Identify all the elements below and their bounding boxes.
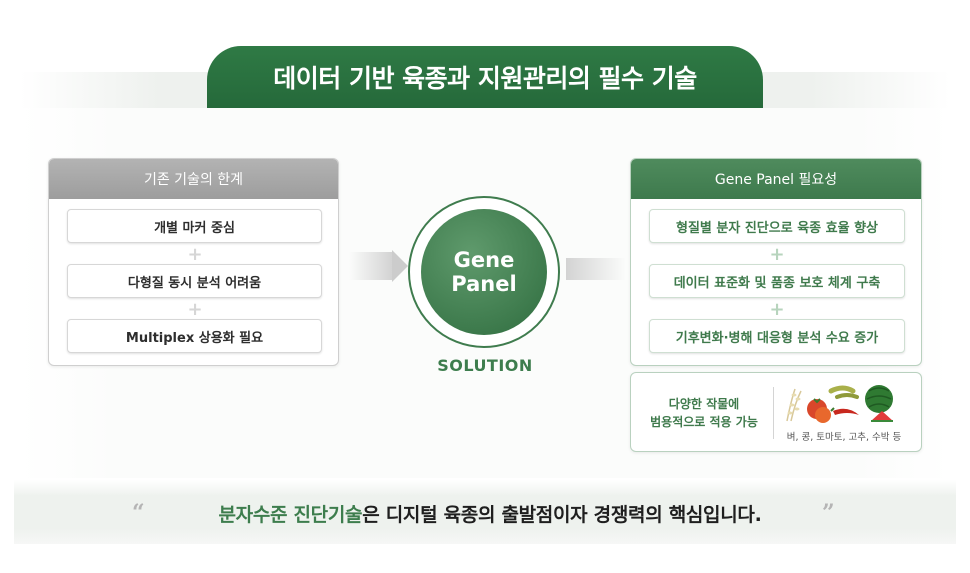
limitation-item-label: 다형질 동시 분석 어려움 — [127, 275, 262, 291]
crop-card-line1: 다양한 작물에 — [668, 397, 740, 411]
arrow-shaft-icon — [349, 252, 393, 280]
gene-panel-circle: Gene Panel — [421, 209, 547, 335]
necessity-card-header: Gene Panel 필요성 — [631, 159, 921, 199]
necessity-item: 형질별 분자 진단으로 육종 효율 향상 — [649, 209, 905, 243]
rice-icon — [786, 388, 802, 422]
limitations-card: 기존 기술의 한계 개별 마커 중심 + 다형질 동시 분석 어려움 + Mul… — [48, 158, 339, 366]
quote-close-icon: ” — [822, 500, 835, 526]
limitation-item-label: 개별 마커 중심 — [154, 220, 235, 236]
tomato-icon — [807, 398, 831, 423]
arrow-out-icon — [566, 258, 626, 280]
solution-label: SOLUTION — [437, 356, 533, 375]
crop-card-divider — [773, 387, 774, 439]
necessity-card: Gene Panel 필요성 형질별 분자 진단으로 육종 효율 향상 + 데이… — [630, 158, 922, 366]
necessity-item-label: 형질별 분자 진단으로 육종 효율 향상 — [675, 220, 879, 236]
page-title-text: 데이터 기반 육종과 지원관리의 필수 기술 — [273, 64, 697, 93]
crop-card-caption: 벼, 콩, 토마토, 고추, 수박 등 — [786, 432, 902, 443]
plus-icon: + — [769, 244, 785, 265]
arrow-head-icon — [392, 250, 408, 282]
gene-panel-line2: Panel — [451, 272, 517, 296]
limitation-item-label: Multiplex 상용화 필요 — [125, 330, 264, 346]
bottom-band — [14, 480, 956, 544]
soybean-icon — [828, 385, 859, 399]
limitation-item: Multiplex 상용화 필요 — [67, 319, 322, 353]
watermelon-icon — [865, 385, 893, 422]
necessity-item: 데이터 표준화 및 품종 보호 체계 구축 — [649, 264, 905, 298]
necessity-item-label: 기후변화·병해 대응형 분석 수요 증가 — [675, 330, 879, 346]
bottom-statement-highlight: 분자수준 진단기술 — [218, 504, 363, 526]
necessity-item: 기후변화·병해 대응형 분석 수요 증가 — [649, 319, 905, 353]
crop-card-line2: 범용적으로 적용 가능 — [650, 415, 758, 429]
limitations-card-title: 기존 기술의 한계 — [143, 172, 244, 188]
quote-open-icon: “ — [132, 500, 145, 526]
limitations-card-header: 기존 기술의 한계 — [49, 159, 338, 199]
plus-icon: + — [187, 299, 203, 320]
necessity-item-label: 데이터 표준화 및 품종 보호 체계 구축 — [673, 275, 881, 291]
plus-icon: + — [769, 299, 785, 320]
crop-card: 다양한 작물에 범용적으로 적용 가능 — [630, 372, 922, 452]
limitation-item: 개별 마커 중심 — [67, 209, 322, 243]
bottom-statement-rest: 은 디지털 육종의 출발점이자 경쟁력의 핵심입니다. — [362, 504, 762, 526]
necessity-card-title: Gene Panel 필요성 — [714, 172, 838, 188]
gene-panel-line1: Gene — [453, 248, 515, 272]
pepper-icon — [830, 407, 859, 415]
crops-illustration-icon — [786, 385, 893, 423]
page-title: 데이터 기반 육종과 지원관리의 필수 기술 — [207, 46, 763, 108]
bottom-statement: 분자수준 진단기술은 디지털 육종의 출발점이자 경쟁력의 핵심입니다. — [170, 500, 810, 527]
crop-card-text: 다양한 작물에 범용적으로 적용 가능 — [639, 395, 769, 431]
limitation-item: 다형질 동시 분석 어려움 — [67, 264, 322, 298]
plus-icon: + — [187, 244, 203, 265]
